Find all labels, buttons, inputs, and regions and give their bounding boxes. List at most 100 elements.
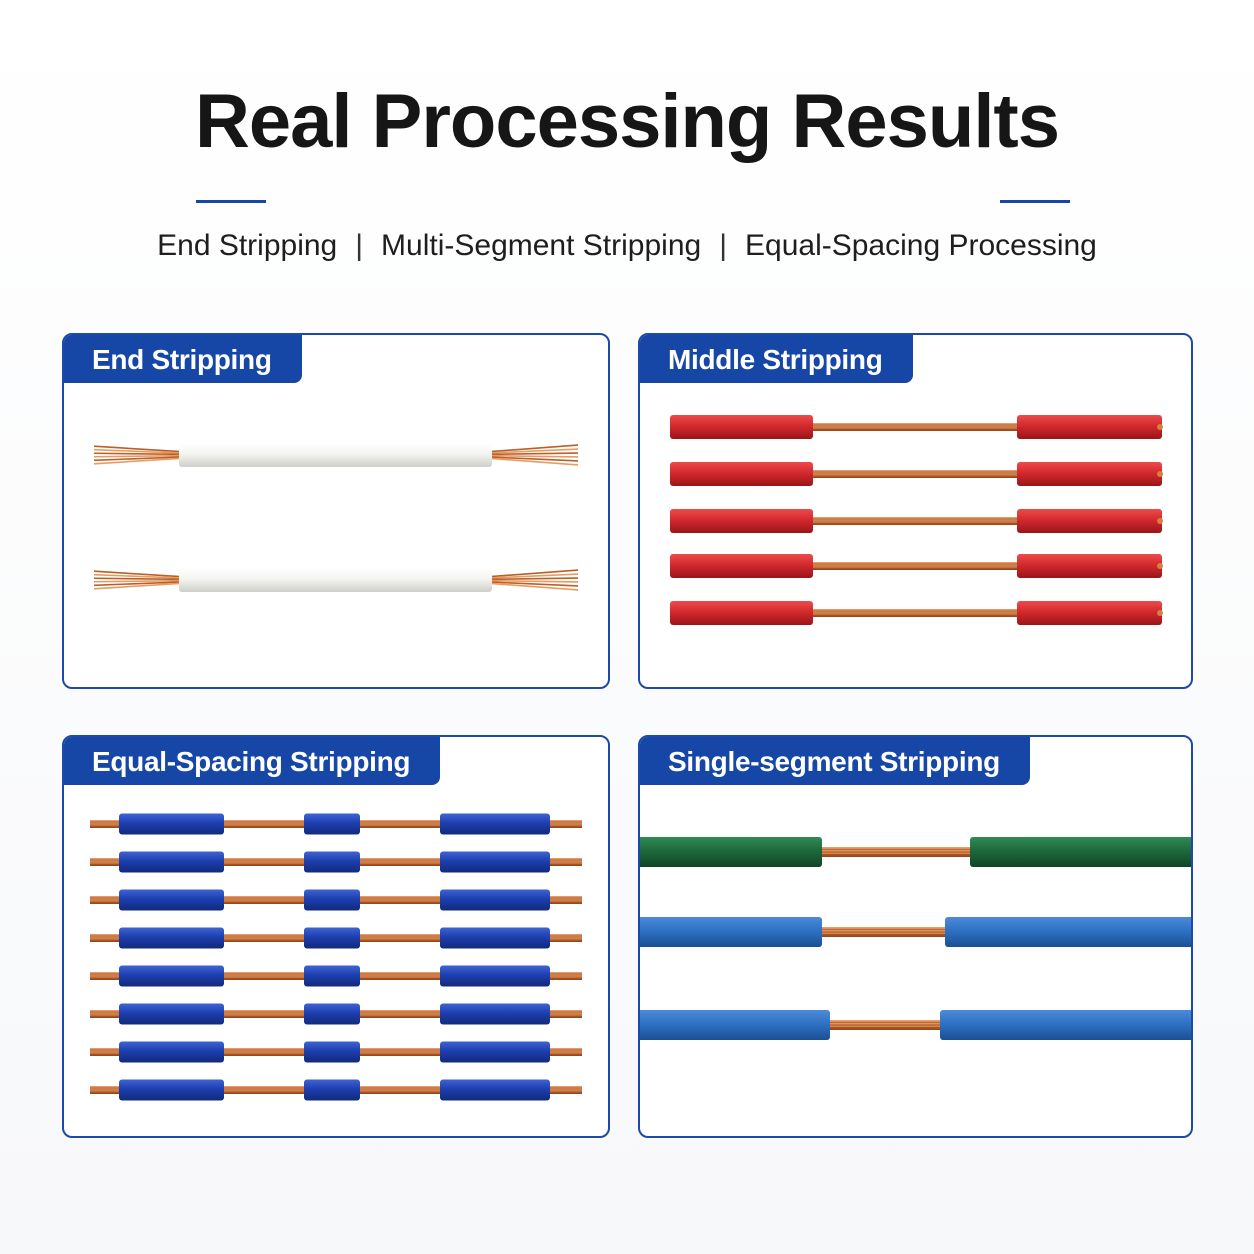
end-stripping-photo — [93, 443, 579, 592]
title-underline-right — [1000, 200, 1070, 203]
insulation — [640, 917, 822, 947]
blue-insulation — [440, 1041, 550, 1063]
copper-strand — [93, 457, 183, 465]
insulation — [640, 837, 822, 867]
blue-insulation — [304, 851, 360, 873]
subtitle-separator: | — [719, 229, 727, 262]
page-title: Real Processing Results — [194, 79, 1060, 164]
blue-insulation — [119, 1003, 224, 1025]
red-insulation — [670, 554, 813, 578]
light-blue-wire — [640, 1010, 1191, 1040]
blue-wire — [90, 1079, 582, 1101]
blue-insulation — [304, 1041, 360, 1063]
blue-insulation — [440, 1003, 550, 1025]
copper-strand — [488, 454, 579, 458]
subtitle: End Stripping | Multi-Segment Stripping | Eq… — [0, 226, 1254, 266]
copper-core-end — [1157, 563, 1163, 569]
panel-label-middle-stripping: Middle Stripping — [640, 335, 913, 383]
blue-insulation — [440, 813, 550, 835]
blue-insulation — [304, 1003, 360, 1025]
red-wire — [670, 462, 1163, 486]
copper-strand — [488, 456, 579, 462]
copper-strand — [488, 457, 579, 466]
copper-core-end — [1157, 424, 1163, 430]
blue-wire — [90, 927, 582, 949]
red-insulation — [1017, 601, 1162, 625]
single-segment-photo — [640, 837, 1191, 1040]
blue-insulation — [119, 813, 224, 835]
title-underline-left — [196, 200, 266, 203]
green-wire — [640, 837, 1191, 867]
red-insulation — [670, 415, 813, 439]
copper-core-end — [1157, 518, 1163, 524]
subtitle-item-equal-spacing: Equal-Spacing Processing — [745, 229, 1097, 262]
copper-strand — [93, 582, 183, 590]
red-wire — [670, 509, 1163, 533]
copper-core-end — [1157, 471, 1163, 477]
blue-wire — [90, 965, 582, 987]
insulation — [970, 837, 1191, 867]
blue-insulation — [304, 813, 360, 835]
blue-insulation — [440, 889, 550, 911]
panel-end-stripping: End Stripping — [62, 333, 610, 689]
copper-strand — [93, 452, 183, 456]
insulation — [940, 1010, 1191, 1040]
white-insulation — [179, 568, 492, 592]
blue-insulation — [119, 889, 224, 911]
red-wire — [670, 415, 1163, 439]
insulation — [640, 1010, 830, 1040]
panel-label-equal-spacing-stripping: Equal-Spacing Stripping — [64, 737, 441, 785]
red-wire — [670, 554, 1163, 578]
blue-insulation — [119, 1079, 224, 1101]
copper-strand — [93, 579, 183, 583]
light-blue-wire — [640, 917, 1191, 947]
blue-insulation — [119, 1041, 224, 1063]
copper-strand — [93, 570, 183, 578]
middle-stripping-photo — [670, 415, 1163, 625]
white-wire — [93, 443, 579, 467]
blue-insulation — [440, 1079, 550, 1101]
blue-insulation — [440, 927, 550, 949]
panel-single-segment-stripping: Single-segment Stripping — [638, 735, 1193, 1138]
copper-strand — [488, 444, 579, 453]
copper-strand — [93, 448, 183, 454]
copper-strand — [488, 581, 579, 587]
blue-wire — [90, 1003, 582, 1025]
blue-insulation — [304, 1079, 360, 1101]
red-wire — [670, 601, 1163, 625]
copper-strand — [93, 456, 183, 462]
copper-strand — [488, 448, 579, 454]
copper-strand — [93, 445, 183, 453]
panel-middle-stripping: Middle Stripping — [638, 333, 1193, 689]
blue-insulation — [440, 965, 550, 987]
copper-strand — [488, 582, 579, 591]
copper-strand — [488, 579, 579, 583]
blue-wire — [90, 813, 582, 835]
copper-strand — [488, 452, 579, 456]
red-insulation — [1017, 509, 1162, 533]
blue-insulation — [304, 965, 360, 987]
red-insulation — [1017, 462, 1162, 486]
red-insulation — [1017, 415, 1162, 439]
copper-strand — [488, 573, 579, 579]
copper-core-end — [1157, 610, 1163, 616]
red-insulation — [670, 509, 813, 533]
panel-equal-spacing-stripping: Equal-Spacing Stripping — [62, 735, 610, 1138]
subtitle-separator: | — [355, 229, 364, 262]
copper-strand — [93, 573, 183, 579]
copper-strand — [93, 577, 183, 581]
copper-strand — [488, 569, 579, 578]
insulation — [945, 917, 1191, 947]
subtitle-item-end-stripping: End Stripping — [157, 229, 338, 262]
red-insulation — [670, 601, 813, 625]
blue-insulation — [119, 927, 224, 949]
blue-insulation — [304, 927, 360, 949]
blue-insulation — [440, 851, 550, 873]
blue-wire — [90, 889, 582, 911]
copper-strand — [93, 581, 183, 587]
blue-insulation — [304, 889, 360, 911]
subtitle-item-multi-segment: Multi-Segment Stripping — [381, 229, 702, 262]
blue-insulation — [119, 965, 224, 987]
blue-wire — [90, 1041, 582, 1063]
blue-insulation — [119, 851, 224, 873]
